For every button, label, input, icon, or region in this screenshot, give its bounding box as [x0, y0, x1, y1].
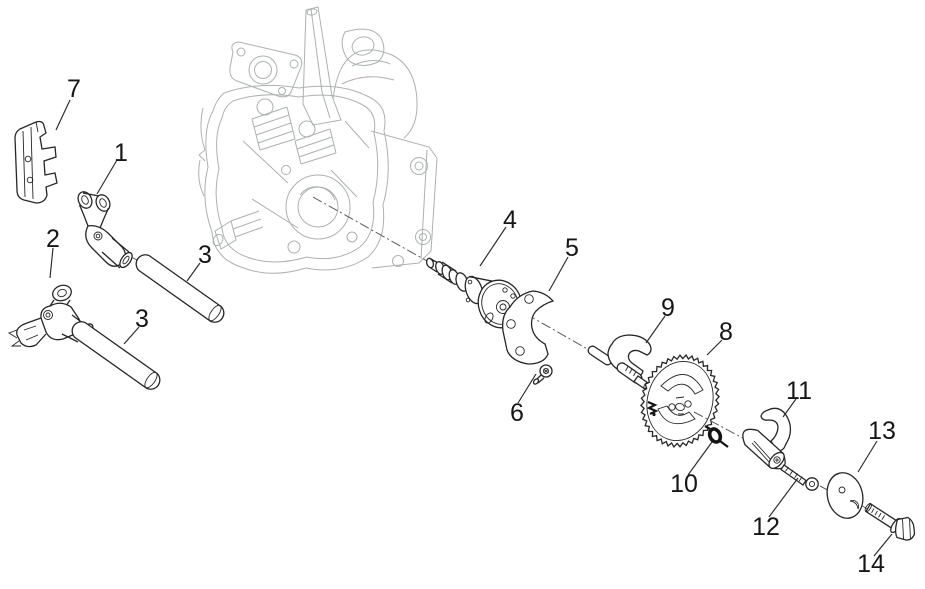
callout-10: 10	[670, 470, 698, 498]
axis-line	[860, 504, 873, 513]
leader-line-5	[548, 256, 569, 292]
callout-1: 1	[114, 139, 128, 167]
leader-line-7	[55, 99, 71, 131]
leader-line-4	[479, 226, 507, 267]
leader-line-10	[687, 441, 713, 476]
part-12-screw	[780, 464, 819, 491]
callout-13: 13	[868, 417, 896, 445]
leader-line-13	[857, 440, 878, 473]
axis-line	[525, 313, 592, 352]
leader-line-14	[873, 533, 893, 557]
leader-line-1	[96, 159, 118, 195]
callout-numbers: 7 1 2 3 3 4 5 6 9 8 10 11 12 13 14	[46, 75, 896, 578]
center-axis-lines-right	[693, 411, 873, 513]
part-3-pin-lower	[71, 321, 161, 390]
callout-11: 11	[786, 377, 812, 405]
part-11-weight-lever	[742, 407, 792, 470]
callout-6: 6	[510, 399, 524, 427]
callout-14: 14	[857, 550, 885, 578]
part-9-fork-lever	[587, 334, 652, 390]
callout-3-upper: 3	[198, 241, 212, 269]
leader-line-3-upper	[186, 262, 201, 282]
axis-line	[693, 411, 753, 444]
axis-line	[819, 485, 834, 494]
callout-5: 5	[565, 234, 579, 262]
callout-4: 4	[503, 206, 517, 234]
callout-12: 12	[752, 513, 780, 541]
callout-2: 2	[46, 225, 60, 253]
part-10-spring-clip	[704, 425, 729, 448]
part-7-guide-bracket	[14, 120, 58, 204]
leader-line-12	[768, 477, 799, 518]
leader-lines	[49, 99, 893, 557]
part-3-pin-upper	[135, 254, 225, 323]
part-6-screw	[532, 364, 553, 385]
cylinder-head-reference	[198, 6, 438, 274]
part-8-timing-sprocket	[639, 354, 721, 448]
leader-line-11	[782, 398, 797, 418]
part-5-retaining-plate	[502, 290, 555, 365]
part-13-disc	[826, 472, 864, 519]
leader-line-6	[517, 373, 537, 404]
axis-line	[312, 196, 428, 262]
leader-line-8	[706, 339, 723, 356]
leader-line-3-lower	[123, 326, 140, 345]
callout-3-lower: 3	[135, 305, 149, 333]
callout-8: 8	[719, 318, 733, 346]
callout-9: 9	[661, 294, 675, 322]
part-14-flange-bolt	[864, 502, 916, 541]
callout-7: 7	[67, 75, 81, 103]
part-1-rocker-arm	[77, 191, 133, 269]
leader-line-9	[645, 315, 666, 344]
leader-line-2	[49, 247, 54, 279]
